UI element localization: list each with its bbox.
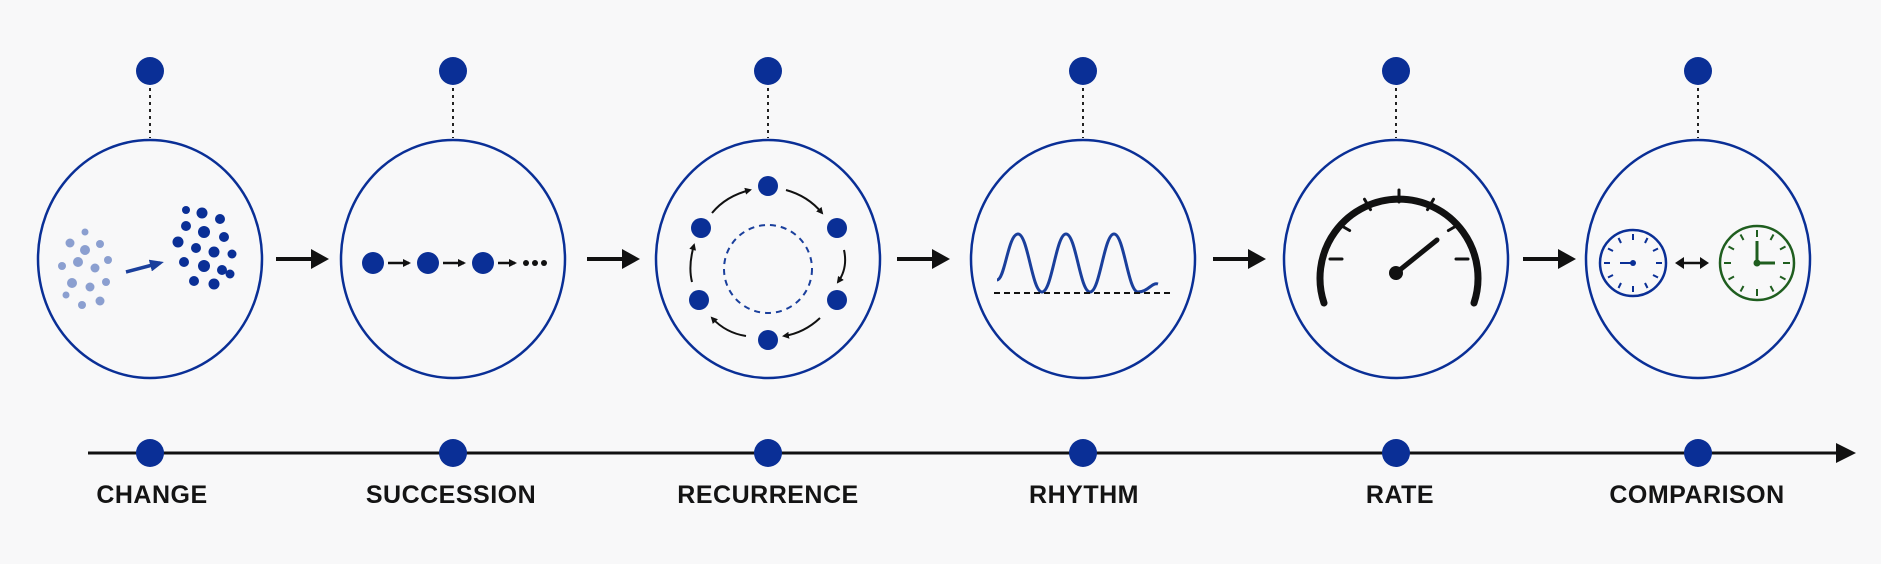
top-marker-dot	[1684, 57, 1712, 85]
clock-icon	[1718, 224, 1796, 302]
stage-label-rate: RATE	[1365, 481, 1435, 509]
concept-circle	[36, 138, 264, 380]
timeline-arrowhead	[1836, 443, 1856, 463]
top-marker-dot	[439, 57, 467, 85]
concept-circle	[654, 138, 882, 380]
stage-label-comparison: COMPARISON	[1609, 481, 1785, 509]
flow-arrow	[897, 249, 950, 269]
flow-arrow	[276, 249, 329, 269]
flow-arrow	[587, 249, 640, 269]
double-arrow-icon	[1675, 257, 1709, 269]
timeline-marker-dot	[1382, 439, 1410, 467]
stage-comparison	[1584, 57, 1812, 467]
top-marker-dot	[1069, 57, 1097, 85]
top-marker-dot	[1382, 57, 1410, 85]
scatter-transform-icon	[58, 206, 237, 309]
timeline-marker-dot	[136, 439, 164, 467]
timeline-marker-dot	[754, 439, 782, 467]
stage-succession	[339, 57, 567, 467]
stage-label-rhythm: RHYTHM	[1029, 481, 1139, 509]
stage-rhythm	[969, 57, 1197, 467]
two-clocks-icon	[1598, 224, 1796, 302]
dot-sequence-icon	[362, 252, 547, 274]
flow-arrow	[1213, 249, 1266, 269]
timeline-marker-dot	[1069, 439, 1097, 467]
concept-circle	[339, 138, 567, 380]
wave-icon	[994, 232, 1174, 294]
flow-arrow	[1523, 249, 1576, 269]
cycle-icon	[689, 176, 847, 350]
concept-circle	[1584, 138, 1812, 380]
stage-label-recurrence: RECURRENCE	[677, 481, 859, 509]
stage-rate	[1282, 57, 1510, 467]
stage-change	[36, 57, 264, 467]
clock-icon	[1598, 228, 1668, 298]
stage-recurrence	[654, 57, 882, 467]
concept-circle	[1282, 138, 1510, 380]
flow-arrows	[276, 249, 1576, 269]
timeline-marker-dot	[439, 439, 467, 467]
stage-label-succession: SUCCESSION	[365, 481, 537, 509]
timeline-marker-dot	[1684, 439, 1712, 467]
top-marker-dot	[754, 57, 782, 85]
speedometer-icon	[1316, 188, 1482, 307]
stage-label-change: CHANGE	[96, 481, 208, 509]
concept-circle	[969, 138, 1197, 380]
top-marker-dot	[136, 57, 164, 85]
